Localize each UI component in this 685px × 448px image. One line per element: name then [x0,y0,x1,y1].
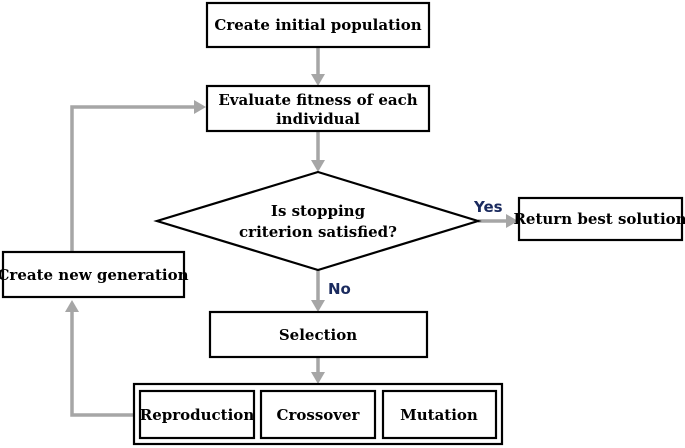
selection-label: Selection [279,326,357,344]
node-create-initial-population: Create initial population [205,1,431,49]
stopping-criterion-diamond [153,170,482,272]
arrowhead-loop-evaluate [194,100,206,114]
arrowhead-selection [311,300,325,312]
node-evaluate-fitness: Evaluate fitness of each individual [205,84,431,133]
create-initial-population-box [205,1,431,49]
edge-operators-to-new-generation [70,310,134,417]
evaluate-fitness-label-line1: Evaluate fitness of each [218,91,417,109]
mutation-label: Mutation [400,406,478,424]
arrowhead-decision [311,160,325,172]
node-create-new-generation: Create new generation [0,250,189,299]
reproduction-label: Reproduction [140,406,255,424]
arrowhead-new-generation [65,300,79,312]
edges [65,48,518,417]
evaluate-fitness-label-line2: individual [276,110,360,128]
selection-box [208,310,429,359]
mutation-box [381,389,498,440]
arrowhead-evaluate [311,74,325,86]
crossover-box [259,389,377,440]
arrowhead-return [506,214,518,228]
evaluate-fitness-box [205,84,431,133]
return-best-solution-box [517,196,684,242]
yes-label: Yes [473,198,503,216]
create-initial-population-label: Create initial population [214,16,421,34]
node-selection: Selection [208,310,429,359]
return-best-solution-label: Return best solution [513,210,685,228]
create-new-generation-label: Create new generation [0,266,189,284]
arrowhead-operators [311,372,325,384]
node-genetic-operators-group: Reproduction Crossover Mutation [132,382,504,446]
stopping-criterion-label-line1: Is stopping [271,202,366,220]
edge-new-generation-to-evaluate [70,105,196,252]
create-new-generation-box [1,250,186,299]
stopping-criterion-label-line2: criterion satisfied? [239,223,397,241]
reproduction-box [138,389,256,440]
no-label: No [328,280,351,298]
node-return-best-solution: Return best solution [513,196,685,242]
crossover-label: Crossover [277,406,361,424]
node-stopping-criterion: Is stopping criterion satisfied? [153,170,482,272]
